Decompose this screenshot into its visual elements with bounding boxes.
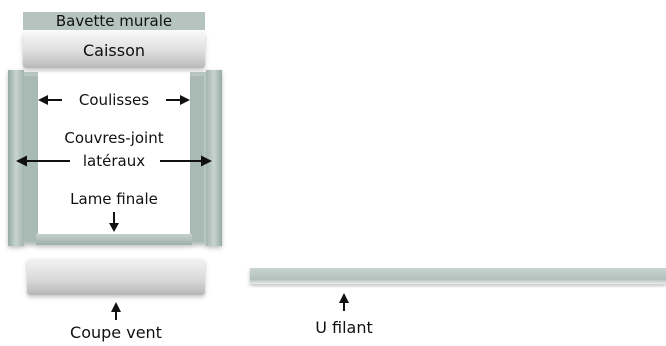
u-filant-annotation: U filant	[315, 293, 373, 337]
window-opening	[38, 72, 190, 235]
couvres-arrow-right-head	[201, 155, 212, 167]
couvres-joint-label-line2: latéraux	[83, 152, 145, 170]
couvres-joint-annotation: Couvres-joint latéraux	[16, 129, 212, 170]
bavette-murale: Bavette murale	[23, 12, 205, 30]
left-cover-strip	[8, 70, 24, 246]
couvres-arrow-left-head	[16, 155, 27, 167]
left-slide-rail	[24, 76, 38, 242]
coupe-vent	[27, 259, 205, 295]
right-slide-rail	[190, 76, 204, 242]
coulisses-arrow-right-head	[180, 95, 190, 105]
final-slat-bar	[36, 234, 192, 245]
couvres-joint-label-line1: Couvres-joint	[64, 129, 163, 147]
lame-finale-annotation: Lame finale	[70, 190, 158, 232]
coupe-vent-shape	[27, 259, 205, 295]
lame-finale-arrow-head	[109, 223, 119, 232]
coupe-vent-annotation: Coupe vent	[70, 302, 162, 342]
u-filant-shape	[250, 268, 666, 284]
caisson-label: Caisson	[83, 41, 145, 60]
coulisses-arrow-left-head	[38, 95, 48, 105]
bavette-shape	[23, 12, 205, 30]
coupe-vent-label: Coupe vent	[70, 323, 162, 342]
u-filant	[250, 268, 666, 284]
coulisses-annotation: Coulisses	[38, 91, 190, 109]
coupe-vent-arrow-head	[111, 302, 121, 312]
caisson-shape	[23, 32, 205, 68]
coulisses-label: Coulisses	[79, 91, 149, 109]
u-filant-arrow-head	[339, 293, 349, 303]
u-filant-label: U filant	[315, 318, 373, 337]
lame-finale-label: Lame finale	[70, 190, 158, 208]
right-cover-strip	[206, 70, 222, 246]
caisson: Caisson	[23, 32, 205, 68]
bavette-label: Bavette murale	[56, 12, 172, 30]
